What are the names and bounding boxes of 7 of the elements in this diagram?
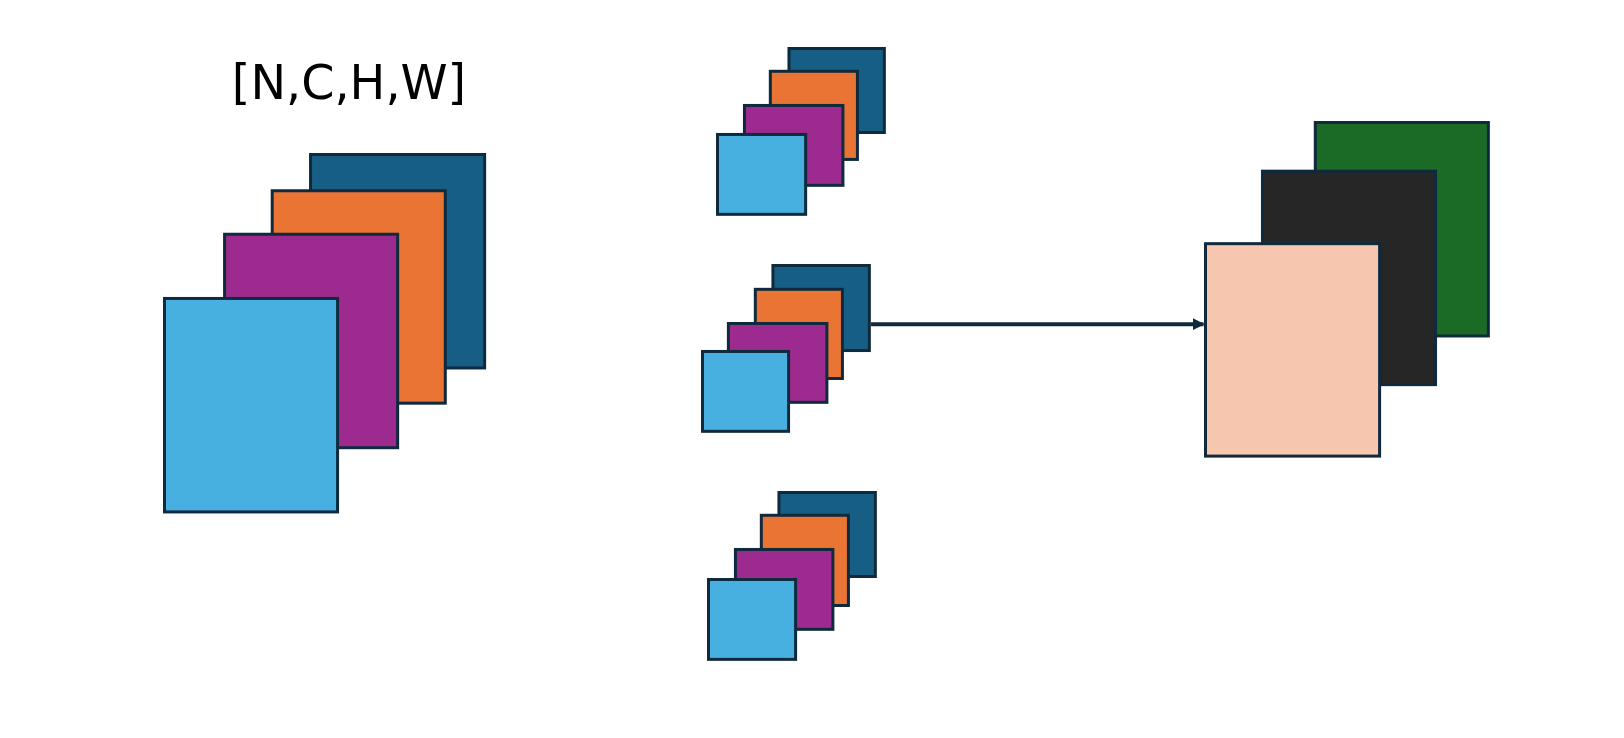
arrow (871, 318, 1205, 331)
feature-map-stack-drawing (1203, 121, 1490, 458)
feature-map-stack-drawing (707, 490, 878, 661)
feature-map-stack-drawing (715, 46, 886, 216)
feature-map-stack-drawing (701, 264, 871, 433)
feature-map-stack-drawing (162, 153, 486, 514)
tensor-shape-label: [N,C,H,W] (231, 55, 467, 111)
